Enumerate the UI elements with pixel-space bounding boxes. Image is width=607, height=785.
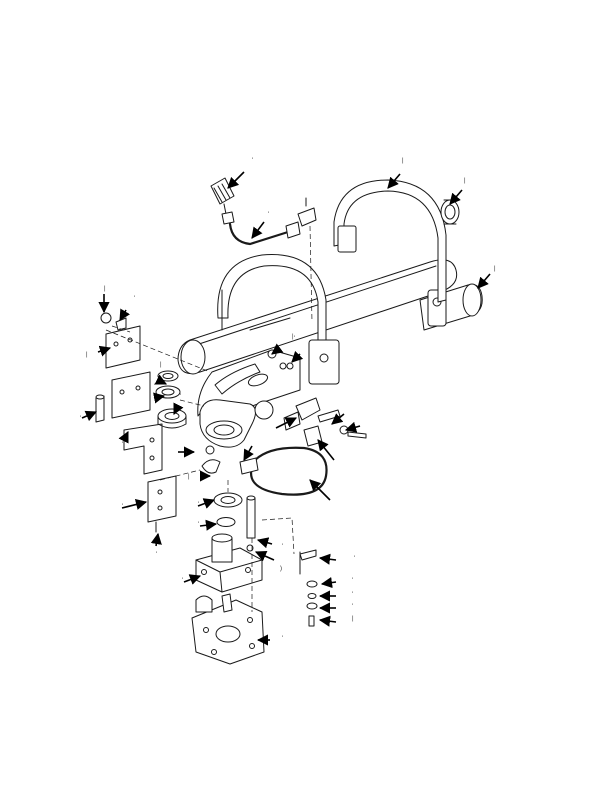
callout-label: '	[352, 592, 353, 598]
callout-label: '	[198, 522, 199, 528]
main-frame-tube	[177, 259, 458, 375]
callout-label: '	[352, 604, 353, 610]
callout-arrow	[121, 499, 148, 510]
callout-arrow	[118, 430, 129, 444]
washer-stack	[155, 370, 187, 429]
pivot-column-stack	[201, 445, 256, 552]
callout-arrow	[227, 171, 245, 189]
callout-arrow	[318, 553, 337, 565]
callout-arrow	[477, 273, 491, 289]
callout-arrow	[150, 532, 162, 547]
callout-arrow	[320, 577, 337, 589]
callout-label: '	[198, 502, 199, 508]
callout-arrow	[254, 550, 275, 562]
pivot-housing	[199, 399, 274, 448]
callout-arrow	[449, 189, 463, 205]
assembly-lines	[105, 225, 313, 612]
callout-label: |	[292, 334, 294, 340]
callout-label: '	[282, 544, 283, 550]
callout-label: '	[122, 504, 123, 510]
callout-label: '	[268, 212, 269, 218]
callout-arrow	[291, 350, 304, 363]
callout-arrow	[197, 498, 216, 509]
callout-label: '	[182, 578, 183, 584]
callout-label: |	[104, 286, 106, 292]
callout-label: '	[282, 636, 283, 642]
callout-arrow	[183, 574, 202, 585]
callout-arrow	[331, 413, 345, 425]
callout-arrow	[199, 519, 218, 531]
callout-label: '	[156, 552, 157, 558]
callout-label: '	[294, 336, 295, 342]
callout-label: |	[352, 616, 354, 622]
callout-arrow	[243, 445, 254, 461]
callout-arrow	[119, 308, 130, 321]
callout-label: |	[494, 266, 496, 272]
rear-cylinder	[419, 283, 483, 331]
top-hose-assembly	[210, 177, 317, 246]
front-strap-band	[217, 254, 340, 385]
callout-label: '	[80, 416, 81, 422]
callout-label: '	[354, 556, 355, 562]
callout-arrow	[387, 173, 401, 189]
callout-label: '	[252, 158, 253, 164]
callout-arrow	[256, 537, 273, 549]
callout-arrow	[97, 345, 112, 357]
callout-label: |	[464, 178, 466, 184]
bottom-mount-plate	[191, 593, 265, 665]
callout-label: |	[160, 362, 162, 368]
callout-label: |	[188, 474, 190, 480]
callout-label: |	[86, 352, 88, 358]
callout-arrow	[271, 343, 284, 355]
rear-strap-band	[333, 179, 447, 303]
base-swivel	[195, 533, 263, 593]
coupling-fitting	[440, 199, 460, 225]
callout-label: '	[122, 442, 123, 448]
callout-label: '	[186, 452, 187, 458]
callout-label: )	[280, 566, 282, 572]
callout-label: '	[352, 578, 353, 584]
callout-arrow	[173, 402, 184, 416]
callout-arrow	[318, 615, 337, 627]
callout-arrow	[309, 479, 331, 501]
callout-label: '	[134, 296, 135, 302]
callout-label: |	[402, 158, 404, 164]
callout-arrow	[154, 374, 168, 385]
callout-arrow	[344, 421, 361, 433]
callout-arrow	[153, 392, 166, 404]
right-hardware-stack	[299, 549, 318, 627]
callout-arrow	[317, 439, 335, 461]
callout-label: '	[154, 384, 155, 390]
left-bracket-stack	[95, 312, 177, 533]
callout-arrow	[81, 410, 98, 422]
callout-arrows: '||'||'||'|'''''|''''')''''''|	[80, 158, 496, 646]
callout-label: '	[180, 394, 181, 400]
callout-arrow	[251, 221, 265, 239]
callout-arrow	[275, 417, 298, 429]
